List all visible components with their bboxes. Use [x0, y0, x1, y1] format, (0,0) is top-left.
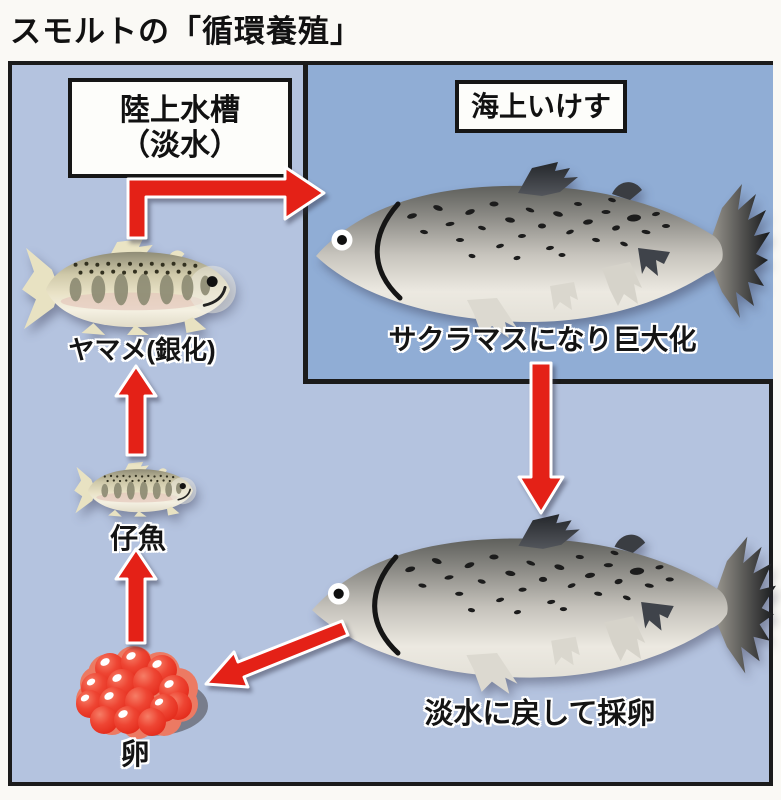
land-tank-label-line1: 陸上水槽 [120, 93, 240, 127]
egg-caption: 卵 [120, 739, 150, 771]
fry-caption: 仔魚 [109, 523, 166, 554]
spawning-salmon-fish-icon [308, 512, 778, 696]
land-tank-label-box: 陸上水槽 （淡水） [68, 78, 292, 178]
fry-fish-icon [73, 461, 198, 518]
egg-cluster-icon [76, 646, 208, 739]
sea-cage-label-box: 海上いけす [455, 80, 627, 133]
land-tank-label-line2: （淡水） [120, 129, 240, 162]
bottom-fish-caption: 淡水に戻して採卵 [424, 698, 656, 730]
yamame-caption: ヤマメ(銀化) [68, 335, 216, 365]
yamame-fish-icon [20, 238, 238, 337]
sea-cage-label: 海上いけす [470, 90, 611, 122]
sakuramasu-fish-icon [312, 160, 772, 340]
sea-fish-caption: サクラマスになり巨大化 [388, 324, 697, 355]
diagram-title: スモルトの「循環養殖」 [10, 14, 362, 49]
